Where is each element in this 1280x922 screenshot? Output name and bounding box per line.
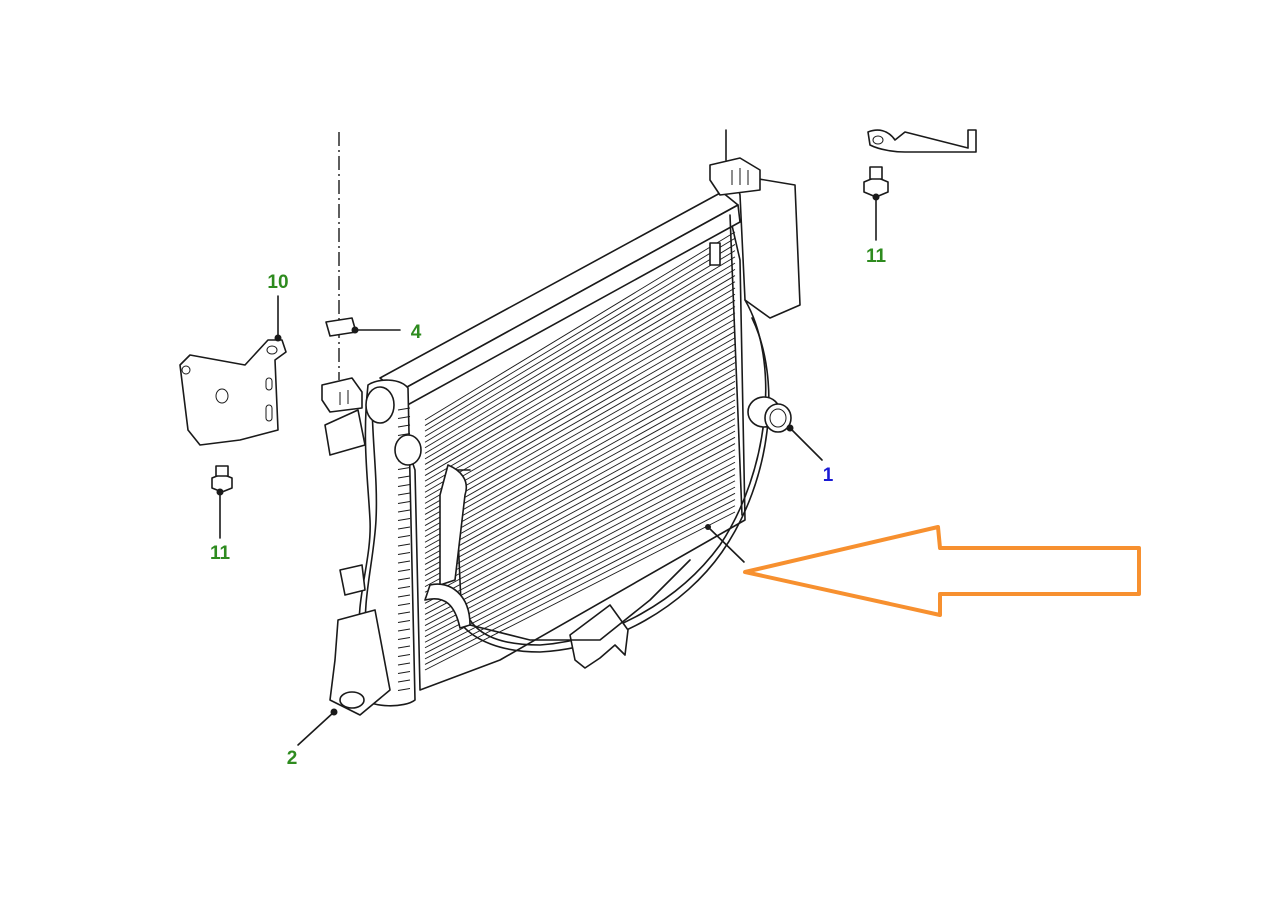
tank-rib — [397, 569, 411, 572]
tank-rib — [397, 407, 411, 411]
fin-line — [424, 443, 736, 610]
callouts: 1 2 4 10 11 11 — [210, 246, 887, 769]
shroud-support — [424, 464, 471, 629]
tank-rib — [397, 501, 411, 504]
mounting-bracket — [179, 339, 287, 446]
fin-line — [424, 349, 736, 526]
tank-rib — [397, 467, 411, 470]
tank-rib — [397, 603, 411, 606]
tank-rib — [397, 475, 411, 479]
fin-line — [424, 312, 736, 493]
callout-4: 4 — [411, 322, 422, 343]
tank-rib — [397, 620, 411, 623]
fin-line — [424, 436, 736, 604]
mounting-bracket — [867, 129, 977, 153]
fin-line — [424, 244, 736, 432]
fin-line — [424, 331, 736, 510]
fin-line — [424, 480, 736, 643]
callout-11-right: 11 — [866, 246, 887, 267]
callout-11-left: 11 — [210, 543, 231, 564]
left-side-tank — [324, 379, 422, 716]
fin-line — [424, 287, 736, 471]
tank-rib — [397, 492, 411, 496]
fin-line — [424, 262, 736, 449]
tank-rib — [397, 509, 411, 513]
fin-line — [424, 306, 736, 488]
tank-rib — [397, 543, 411, 547]
callout-2: 2 — [287, 748, 298, 769]
tank-rib — [397, 577, 411, 581]
leader-lines — [216, 193, 880, 746]
fin-line — [424, 399, 736, 571]
fin-line — [424, 461, 736, 626]
radiator-fins — [424, 231, 736, 671]
fin-line — [424, 368, 736, 543]
fin-line — [424, 237, 736, 426]
fin-line — [424, 387, 736, 560]
tank-rib — [397, 688, 411, 691]
tank-rib — [397, 535, 411, 538]
fin-line — [424, 300, 736, 482]
fin-line — [424, 362, 736, 538]
fin-line — [424, 486, 736, 649]
radiator-assembly — [379, 129, 801, 691]
fin-line — [424, 250, 736, 438]
tank-rib — [397, 594, 411, 598]
tank-rib — [397, 560, 411, 564]
fin-line — [424, 424, 736, 593]
fin-line — [424, 455, 736, 621]
tank-rib — [397, 654, 411, 657]
fin-line — [424, 418, 736, 588]
tank-rib — [397, 518, 411, 521]
callout-10: 10 — [267, 272, 288, 293]
fin-line — [424, 468, 736, 632]
fin-line — [424, 374, 736, 549]
fin-line — [424, 343, 736, 521]
tank-rib — [397, 662, 411, 666]
fin-line — [424, 356, 736, 532]
tank-rib — [397, 526, 411, 530]
tank-rib — [397, 645, 411, 649]
tank-rib — [397, 424, 411, 428]
fin-line — [424, 412, 736, 582]
fin-line — [424, 275, 736, 460]
fin-line — [424, 449, 736, 615]
tank-rib — [397, 679, 411, 683]
fin-line — [424, 430, 736, 599]
fin-line — [424, 293, 736, 476]
fin-line — [424, 337, 736, 515]
tank-rib — [397, 416, 411, 419]
clip — [321, 132, 363, 413]
tank-rib — [397, 611, 411, 615]
highlight-arrow-icon — [743, 525, 1141, 617]
tank-rib — [397, 484, 411, 487]
tank-rib — [397, 671, 411, 674]
fin-line — [424, 511, 736, 671]
tank-rib — [397, 552, 411, 555]
fin-line — [424, 474, 736, 638]
callout-1: 1 — [823, 465, 834, 486]
tank-rib — [397, 586, 411, 589]
hose-outlet — [747, 396, 792, 433]
fin-line — [424, 318, 736, 499]
fin-line — [424, 281, 736, 465]
fin-line — [424, 393, 736, 565]
fin-line — [424, 499, 736, 660]
fin-line — [424, 256, 736, 443]
tank-rib — [397, 637, 411, 640]
fin-line — [424, 231, 736, 421]
tank-rib — [397, 433, 411, 436]
fin-line — [424, 268, 736, 454]
bolt — [211, 465, 233, 493]
fin-line — [424, 324, 736, 504]
bolt — [863, 166, 889, 198]
fin-line — [424, 405, 736, 576]
fin-line — [424, 380, 736, 554]
tank-rib — [397, 628, 411, 632]
